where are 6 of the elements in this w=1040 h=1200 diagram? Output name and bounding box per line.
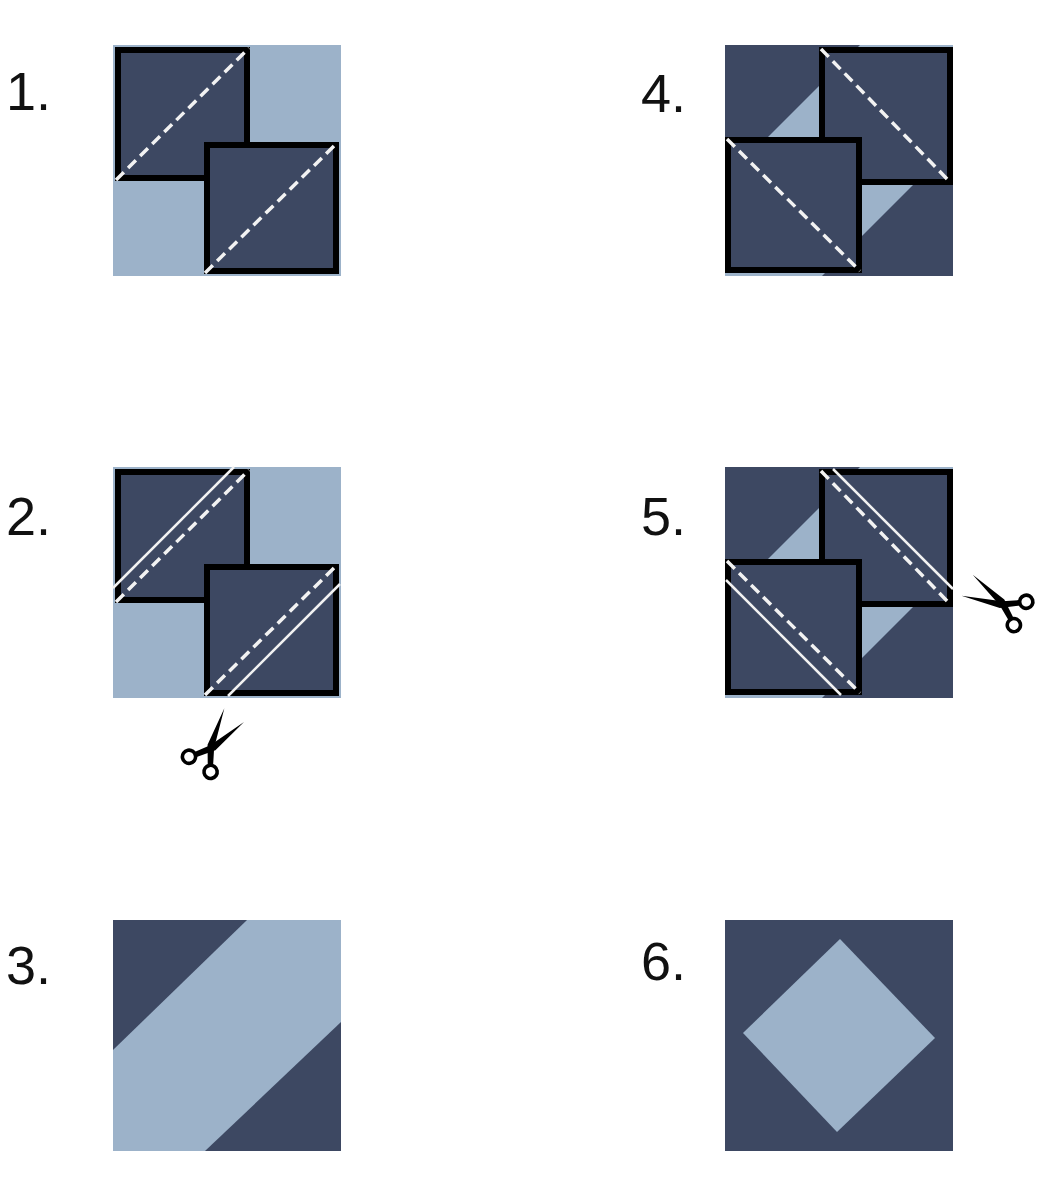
step-number: 5. <box>641 489 687 543</box>
step-number: 6. <box>641 934 687 988</box>
step-number: 2. <box>6 489 52 543</box>
step-number: 3. <box>6 938 52 992</box>
step-number: 4. <box>641 66 687 120</box>
step-number: 1. <box>6 64 52 118</box>
